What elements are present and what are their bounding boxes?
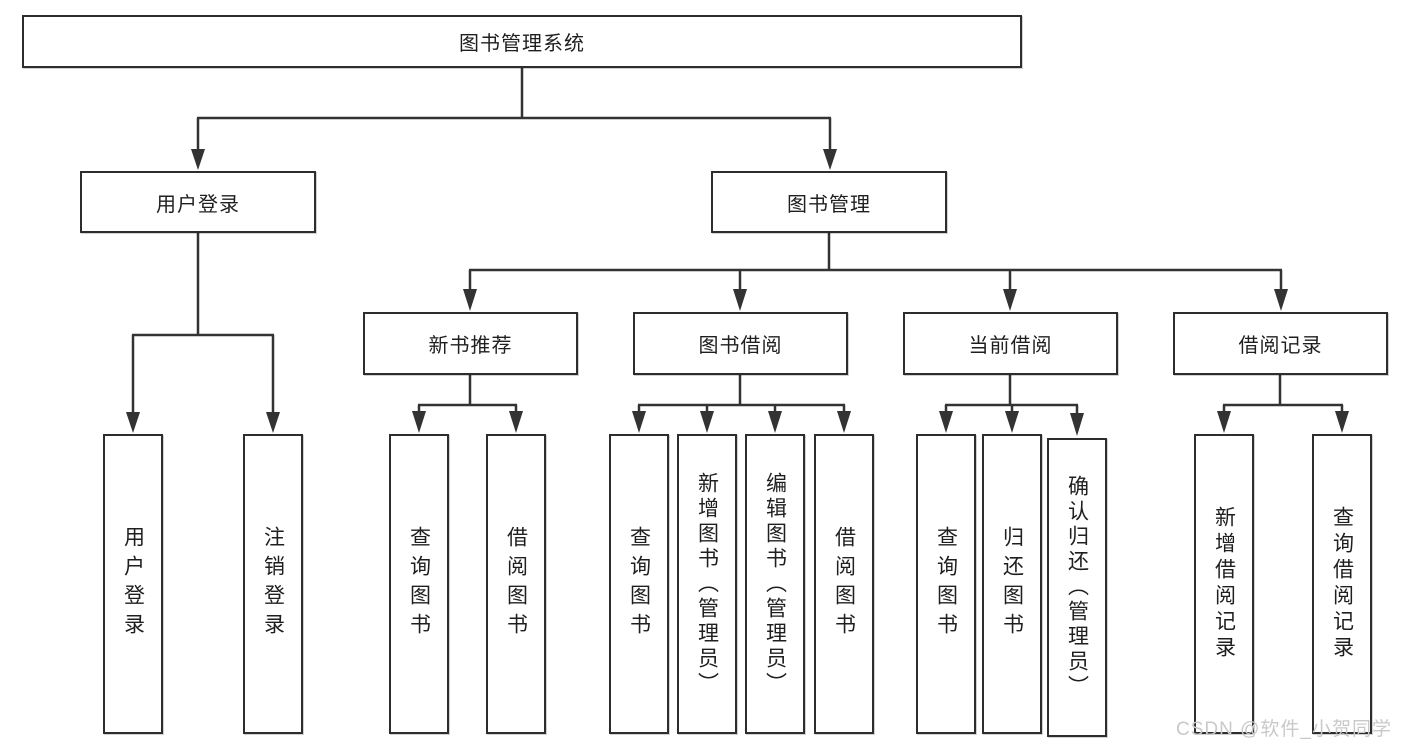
node-user-login-label: 用户登录 bbox=[156, 193, 240, 216]
leaf-query-books-current-label: 查询图书 bbox=[934, 526, 958, 642]
connector-book-management-to-level3 bbox=[463, 233, 1288, 311]
leaf-query-books-recommend: 查询图书 bbox=[389, 434, 449, 734]
leaf-logout-label: 注销登录 bbox=[261, 526, 285, 642]
node-new-book-recommend: 新书推荐 bbox=[363, 312, 578, 375]
leaf-confirm-return-admin-label: 确认归还（管理员） bbox=[1065, 475, 1089, 700]
node-book-borrow-label: 图书借阅 bbox=[698, 335, 783, 357]
node-book-borrow: 图书借阅 bbox=[633, 312, 848, 375]
connector-current-borrow-to-leaves bbox=[939, 375, 1084, 436]
leaf-borrow-books-borrow-label: 借阅图书 bbox=[832, 526, 856, 642]
connector-user-login-to-leaves bbox=[126, 233, 280, 433]
node-root: 图书管理系统 bbox=[22, 15, 1022, 68]
leaf-query-books-borrow: 查询图书 bbox=[609, 434, 669, 734]
leaf-edit-book-admin-label: 编辑图书（管理员） bbox=[763, 471, 787, 697]
leaf-query-borrow-record: 查询借阅记录 bbox=[1312, 434, 1372, 734]
leaf-add-borrow-record-label: 新增借阅记录 bbox=[1212, 506, 1236, 662]
leaf-logout: 注销登录 bbox=[243, 434, 303, 734]
node-borrow-records: 借阅记录 bbox=[1173, 312, 1388, 375]
node-current-borrow: 当前借阅 bbox=[903, 312, 1118, 375]
node-new-book-recommend-label: 新书推荐 bbox=[428, 335, 513, 357]
node-book-management: 图书管理 bbox=[711, 171, 947, 233]
watermark: CSDN @软件_小贺同学 bbox=[1176, 719, 1392, 740]
leaf-query-books-recommend-label: 查询图书 bbox=[407, 526, 431, 642]
node-current-borrow-label: 当前借阅 bbox=[968, 335, 1053, 357]
node-borrow-records-label: 借阅记录 bbox=[1238, 335, 1323, 357]
leaf-return-books: 归还图书 bbox=[982, 434, 1042, 734]
leaf-edit-book-admin: 编辑图书（管理员） bbox=[745, 434, 805, 734]
node-root-label: 图书管理系统 bbox=[459, 33, 585, 55]
leaf-query-books-borrow-label: 查询图书 bbox=[627, 526, 651, 642]
leaf-borrow-books-recommend: 借阅图书 bbox=[486, 434, 546, 734]
leaf-borrow-books-recommend-label: 借阅图书 bbox=[504, 526, 528, 642]
leaf-user-login-label: 用户登录 bbox=[121, 526, 145, 642]
leaf-add-borrow-record: 新增借阅记录 bbox=[1194, 434, 1254, 734]
leaf-confirm-return-admin: 确认归还（管理员） bbox=[1047, 438, 1107, 737]
leaf-user-login: 用户登录 bbox=[103, 434, 163, 734]
leaf-borrow-books-borrow: 借阅图书 bbox=[814, 434, 874, 734]
node-user-login: 用户登录 bbox=[80, 171, 316, 233]
connector-root-to-level2 bbox=[191, 68, 837, 170]
leaf-query-borrow-record-label: 查询借阅记录 bbox=[1330, 506, 1354, 662]
leaf-add-book-admin-label: 新增图书（管理员） bbox=[695, 471, 719, 697]
connector-book-borrow-to-leaves bbox=[632, 375, 851, 433]
leaf-return-books-label: 归还图书 bbox=[1000, 526, 1024, 642]
leaf-add-book-admin: 新增图书（管理员） bbox=[677, 434, 737, 734]
connector-borrow-records-to-leaves bbox=[1217, 375, 1349, 433]
connector-new-book-to-leaves bbox=[412, 375, 523, 433]
leaf-query-books-current: 查询图书 bbox=[916, 434, 976, 734]
node-book-management-label: 图书管理 bbox=[787, 193, 871, 216]
